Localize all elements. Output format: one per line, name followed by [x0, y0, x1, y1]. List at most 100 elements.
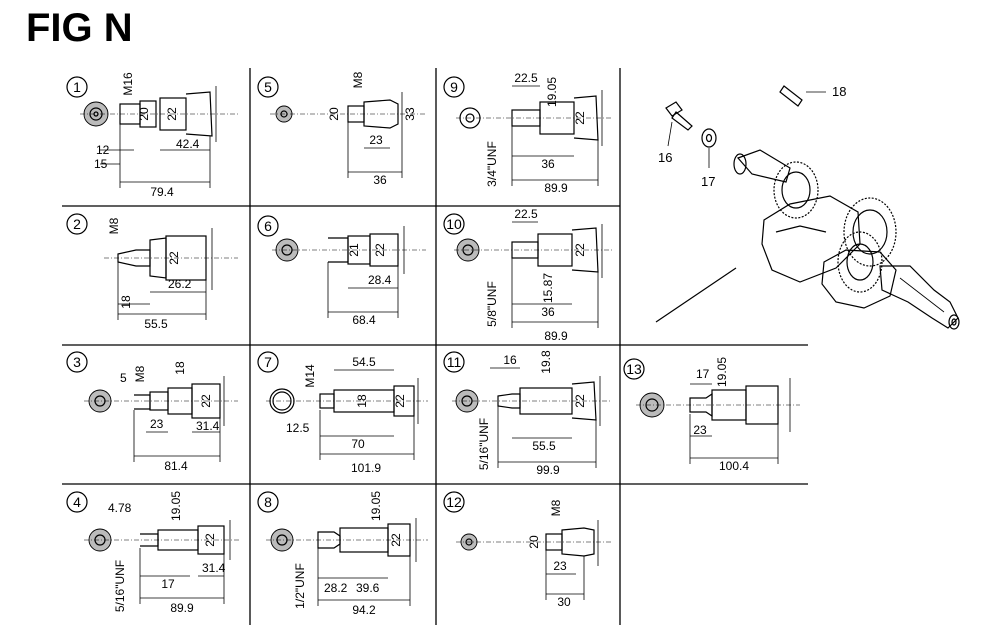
cell-number-circle [257, 491, 279, 513]
cell-number: 12 [446, 494, 462, 510]
dim-label: 19.05 [369, 491, 383, 521]
dim-label: 28.4 [368, 273, 392, 287]
dim-label: 22 [573, 243, 587, 257]
cell-number: 1 [73, 79, 81, 95]
cell-8: 8 19.05 22 1/2"UNF 28.2 39.6 94.2 [257, 491, 428, 617]
cell-13: 13 17 19.05 23 100.4 [623, 357, 800, 473]
cell-number: 6 [264, 218, 272, 234]
cell-4: 4 4.78 19.05 22 5/16"UNF 17 31.4 89.9 [66, 491, 240, 615]
cell-number-circle [443, 351, 465, 373]
dim-label: 22 [373, 243, 387, 257]
dim-label: 18 [119, 295, 133, 309]
cell-number-circle [443, 76, 465, 98]
cell-number-circle [257, 351, 279, 373]
dim-label: 22.5 [514, 207, 538, 221]
cell-7: 7 M14 54.5 18 22 12.5 70 101.9 [257, 351, 428, 475]
dim-label: 22 [203, 533, 217, 547]
dim-label: 101.9 [351, 461, 381, 475]
cell-5: 5 M8 20 33 23 36 [257, 71, 426, 187]
dim-label: 16 [503, 353, 517, 367]
dim-label: 23 [693, 423, 707, 437]
cell-2: 2 M8 22 26.2 18 55.5 [66, 213, 238, 331]
cell-11: 11 16 19.8 22 5/16"UNF 55.5 99.9 [443, 350, 612, 477]
dim-label: 15 [94, 157, 108, 171]
cell-number-circle [443, 213, 465, 235]
callout-number: 17 [701, 174, 715, 189]
dim-label: M14 [303, 364, 317, 388]
dim-label: 22 [573, 111, 587, 125]
dim-label: 99.9 [536, 463, 560, 477]
cell-1: 1 M16 20 22 12 15 42.4 79.4 [66, 72, 238, 199]
dim-label: 54.5 [352, 355, 376, 369]
dim-label: 12 [96, 143, 110, 157]
dim-label: M8 [133, 365, 147, 382]
dim-label: 36 [541, 305, 555, 319]
callout-number: 18 [832, 84, 846, 99]
dim-label: 31.4 [202, 561, 226, 575]
dim-label: 19.05 [715, 357, 729, 387]
dim-label: M16 [121, 72, 135, 96]
cell-number: 11 [447, 354, 462, 370]
cell-number: 2 [73, 216, 81, 232]
dim-label: 22 [389, 533, 403, 547]
dim-label: 55.5 [144, 317, 168, 331]
dim-label: 18 [173, 361, 187, 375]
dim-label: 33 [403, 107, 417, 121]
cell-number-circle [66, 351, 88, 373]
pin-part: 18 [779, 84, 846, 107]
dim-label: 22 [199, 394, 213, 408]
dim-label: 89.9 [544, 181, 568, 195]
dim-label: 42.4 [176, 137, 200, 151]
dim-label: 94.2 [352, 603, 376, 617]
dim-label: M8 [351, 71, 365, 88]
dim-label: 68.4 [352, 313, 376, 327]
cell-number: 8 [264, 494, 272, 510]
dim-label: 22 [165, 107, 179, 121]
dim-label: 19.05 [545, 77, 559, 107]
dim-label: 22 [573, 394, 587, 408]
dim-label: 20 [527, 535, 541, 549]
dim-label: 20 [137, 107, 151, 121]
cell-number-circle [66, 213, 88, 235]
callout-number: 16 [658, 150, 672, 165]
figure-title: FIG N [26, 6, 133, 50]
dim-label: 36 [373, 173, 387, 187]
dim-label: M8 [549, 499, 563, 516]
dim-label: 36 [541, 157, 555, 171]
dim-label: 22.5 [514, 71, 538, 85]
cell-number: 7 [264, 354, 272, 370]
cell-6: 6 21 22 28.4 68.4 [257, 215, 426, 327]
dim-label: 55.5 [532, 439, 556, 453]
washer-part: 17 [701, 128, 717, 189]
dim-label: 22 [167, 251, 181, 265]
cell-number: 5 [264, 79, 272, 95]
dim-label: 3/4"UNF [485, 141, 499, 187]
dim-label: 31.4 [196, 419, 220, 433]
dim-label: 100.4 [719, 459, 749, 473]
dim-label: 20 [327, 107, 341, 121]
cell-number: 10 [446, 216, 462, 232]
dim-label: 5/16"UNF [113, 560, 127, 612]
cell-3: 3 5 M8 18 22 23 31.4 81.4 [66, 351, 238, 473]
dim-label: 89.9 [544, 329, 568, 343]
cell-number-circle [257, 215, 279, 237]
dim-label: 79.4 [150, 185, 174, 199]
dim-label: 1/2"UNF [293, 563, 307, 609]
dim-label: 23 [369, 133, 383, 147]
cell-number-circle [66, 76, 88, 98]
dim-label: 70 [351, 437, 365, 451]
dim-label: 30 [557, 595, 571, 609]
dim-label: 5/8"UNF [485, 281, 499, 327]
cell-number: 9 [450, 79, 458, 95]
bolt-part: 16 [658, 101, 693, 165]
cell-number: 13 [626, 361, 642, 377]
dim-label: 39.6 [356, 581, 380, 595]
dim-label: 89.9 [170, 601, 194, 615]
dim-label: 22 [393, 394, 407, 408]
cell-number-circle [443, 491, 465, 513]
dim-label: 26.2 [168, 277, 192, 291]
cell-10: 10 22.5 22 5/8"UNF 15.87 36 89.9 [443, 207, 612, 343]
dim-label: 5/16"UNF [477, 418, 491, 470]
crankshaft-illustration: 18 16 17 [655, 84, 960, 330]
